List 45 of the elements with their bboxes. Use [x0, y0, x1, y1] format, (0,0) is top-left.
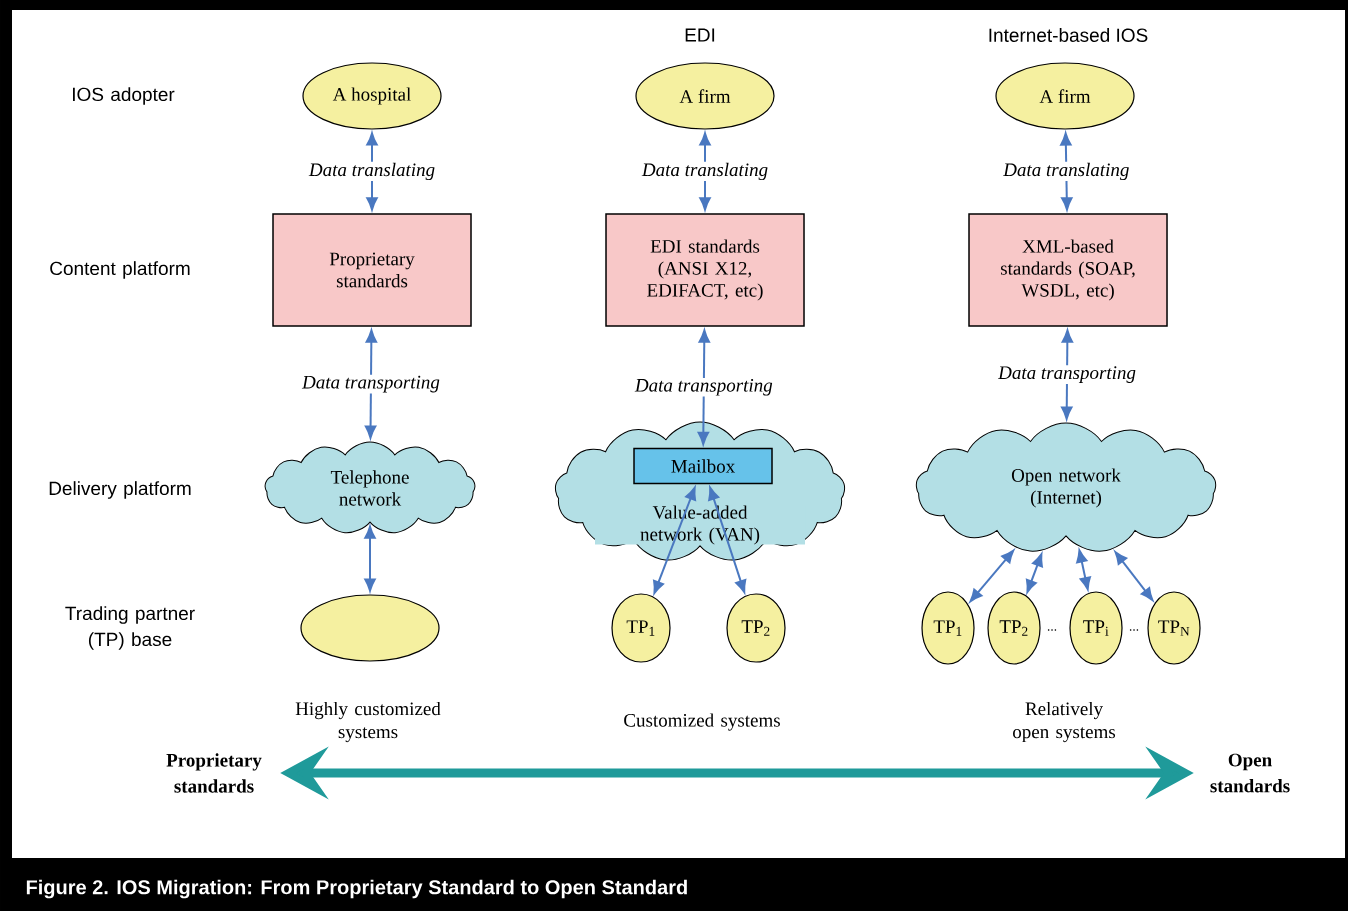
ellipse-node: A hospital — [302, 62, 442, 130]
row-label: Trading partner (TP) base — [65, 606, 195, 650]
ellipse-node: A firm — [635, 62, 775, 130]
ellipse-node — [300, 594, 440, 662]
row-label: Content platform — [50, 261, 190, 279]
ellipse-node: TP$_{2}$ — [726, 593, 786, 663]
double-arrow — [1076, 549, 1091, 591]
column-heading: Internet-based IOS — [989, 28, 1148, 42]
network-cloud: Open network (Internet) — [915, 422, 1217, 552]
system-label: Relatively open systems — [1013, 701, 1116, 743]
double-arrow — [364, 329, 378, 439]
double-arrow — [364, 525, 376, 592]
edge-label: Data transporting — [997, 365, 1137, 384]
ellipsis: … — [1129, 629, 1139, 631]
system-label: Highly customized systems — [295, 701, 441, 743]
ellipse-node: TP$_{i}$ — [1069, 591, 1123, 665]
standards-box: Proprietary standards — [272, 213, 472, 327]
double-arrow — [1061, 329, 1074, 420]
double-arrow — [699, 132, 711, 211]
double-arrow — [1025, 553, 1043, 593]
mailbox-box: Mailbox — [633, 447, 773, 485]
double-arrow — [708, 486, 747, 594]
double-arrow — [1060, 132, 1073, 211]
standards-box: XML-based standards (SOAP, WSDL, etc) — [968, 213, 1168, 327]
ellipse-node: TP$_{2}$ — [987, 591, 1041, 665]
ellipse-node: TP$_{N}$ — [1147, 591, 1201, 665]
row-label: Delivery platform — [49, 481, 191, 499]
network-cloud: Telephone network — [264, 441, 476, 534]
row-label: IOS adopter — [73, 87, 175, 105]
caption: Figure 2. IOS Migration: From Proprietary Standard to Open Standard — [26, 879, 687, 899]
double-arrow — [653, 486, 697, 594]
system-label: Customized systems — [624, 713, 780, 731]
ellipse-node: TP$_{1}$ — [611, 593, 671, 663]
edge-label: Data translating — [1002, 161, 1131, 182]
double-arrow — [697, 329, 710, 445]
double-arrow — [969, 549, 1015, 603]
ellipsis: … — [1047, 629, 1057, 631]
double-arrow — [366, 132, 378, 211]
ellipse-node: TP$_{1}$ — [921, 591, 975, 665]
scale-end-label: Proprietary standards — [166, 753, 262, 793]
scale-end-label: Open standards — [1210, 753, 1290, 793]
column-heading: EDI — [685, 28, 715, 42]
double-arrow — [1114, 551, 1154, 601]
standards-box: EDI standards (ANSI X12, EDIFACT, etc) — [605, 213, 805, 327]
ellipse-node: A firm — [995, 62, 1135, 130]
